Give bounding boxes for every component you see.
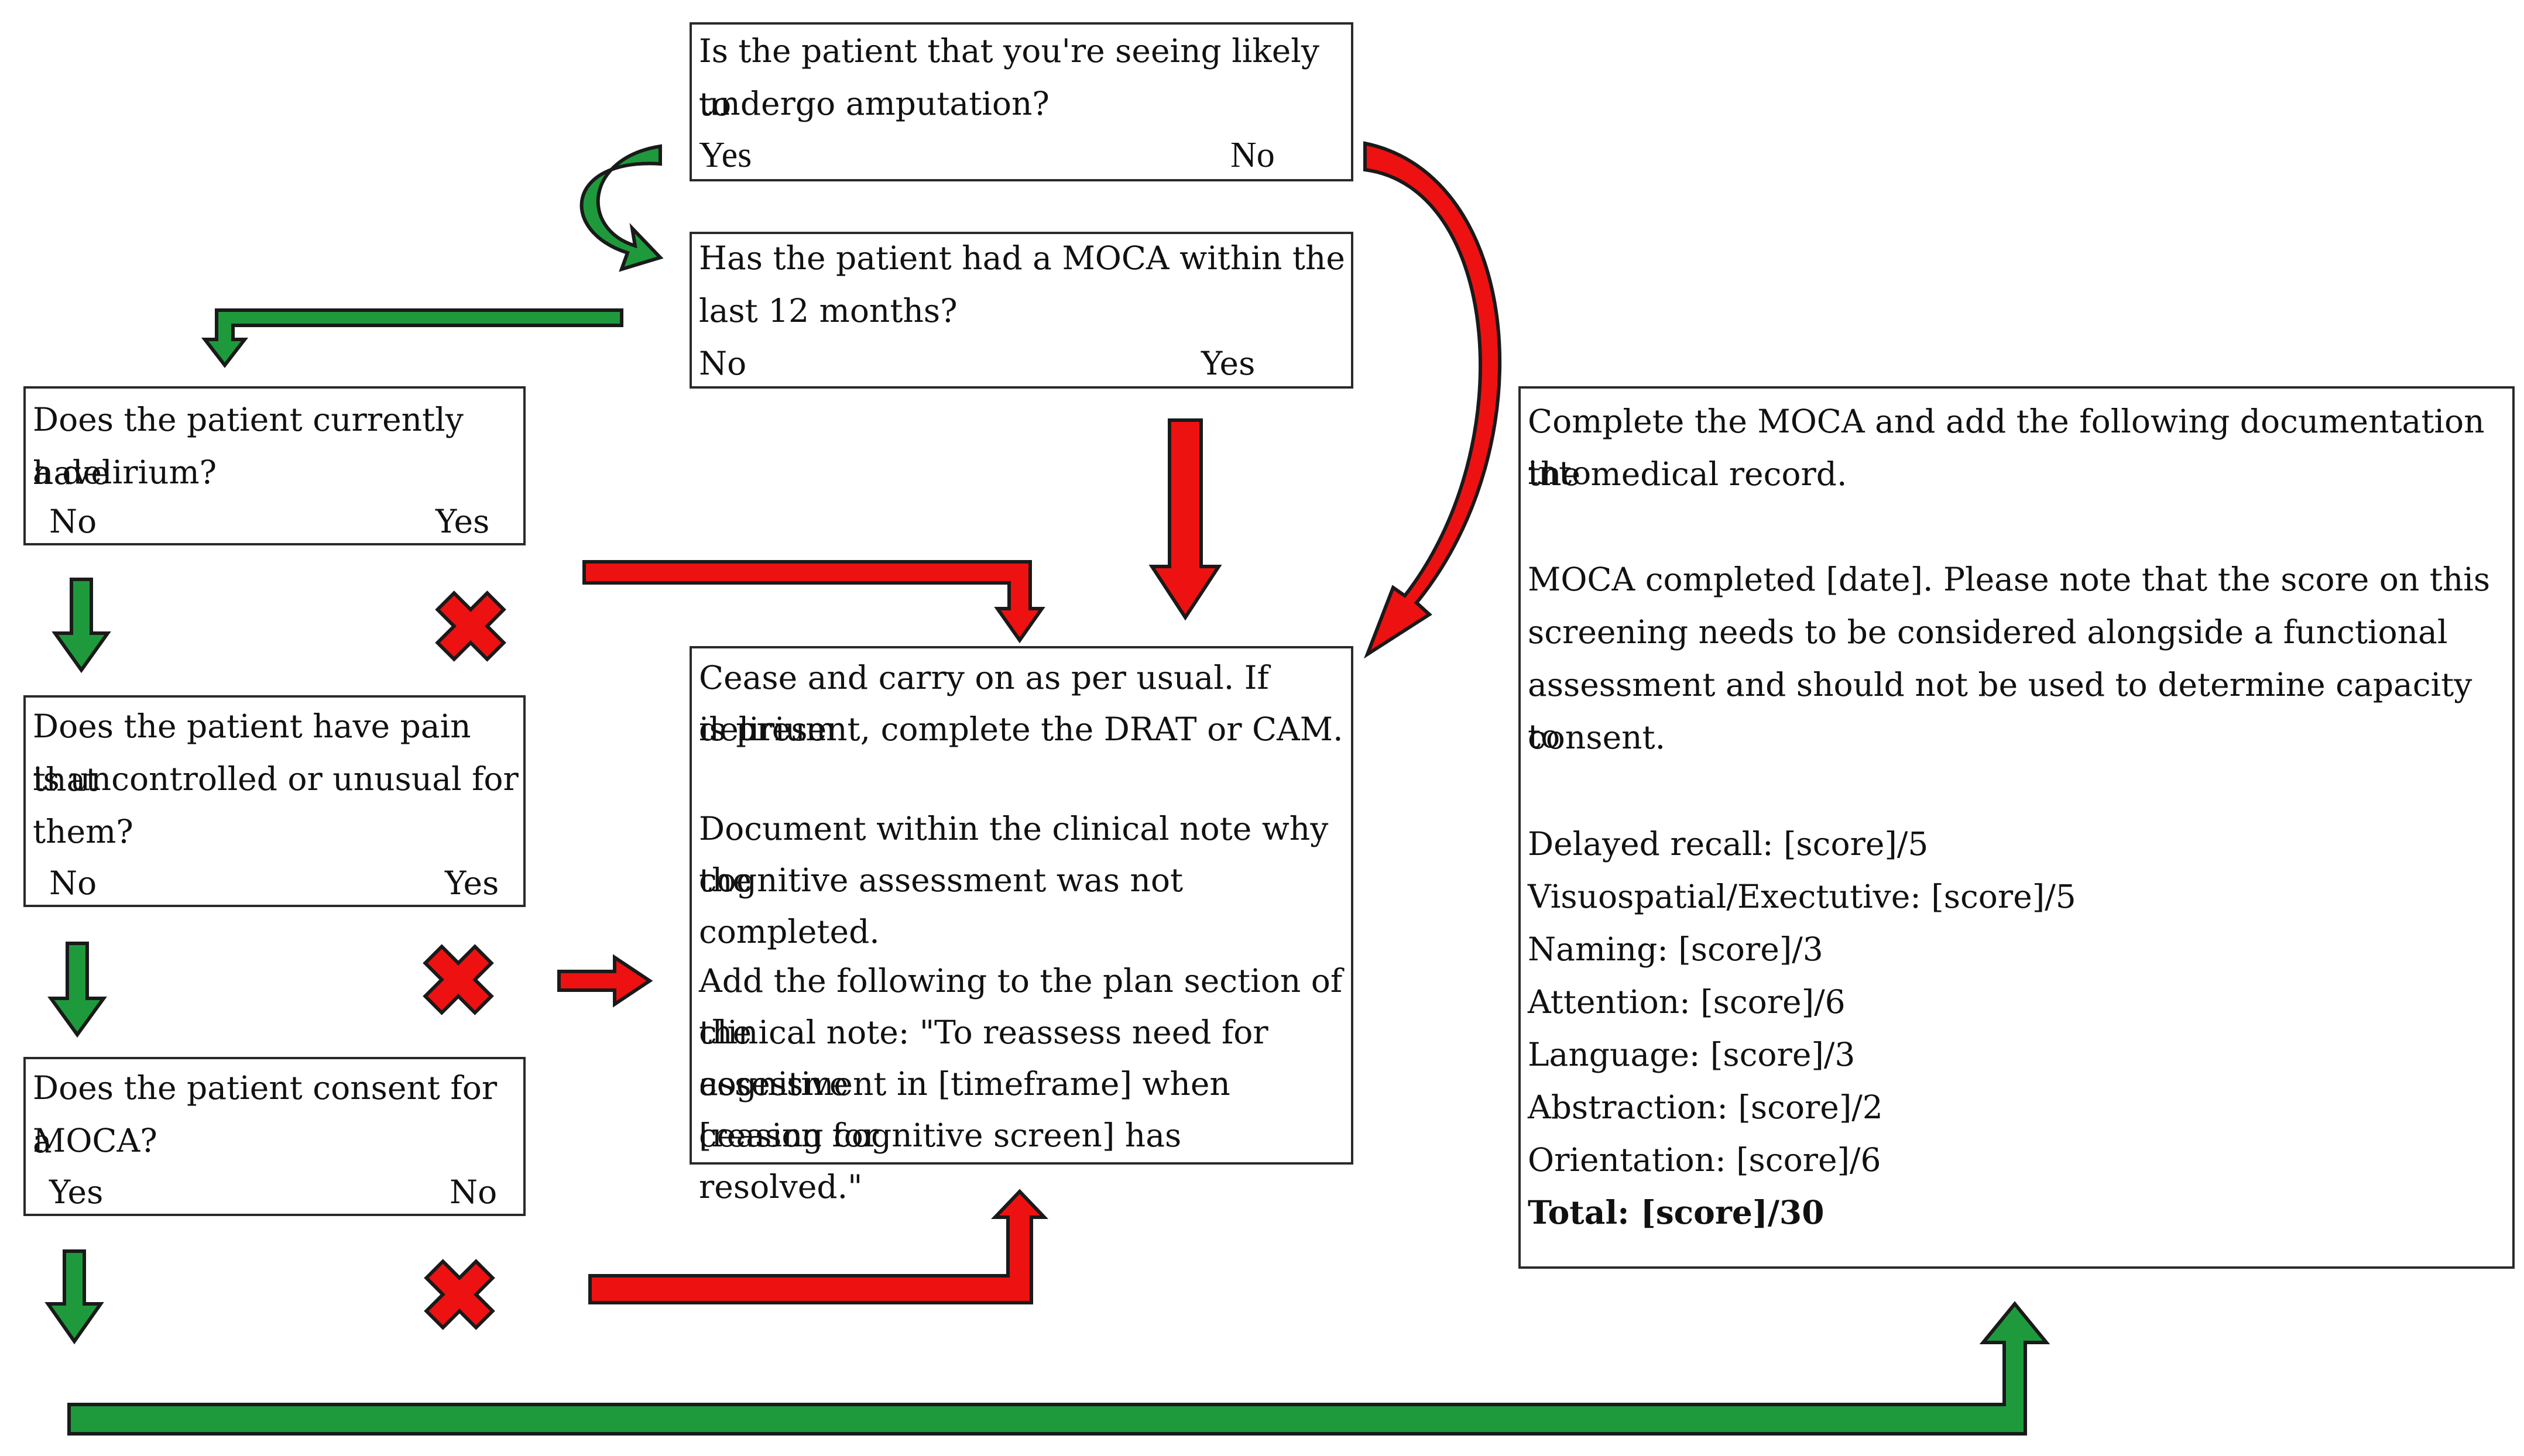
answer-no: No xyxy=(450,1173,498,1211)
complete-text-line: assessment and should not be used to det… xyxy=(1528,666,2472,755)
answer-no: No xyxy=(699,345,747,382)
score-line: Naming: [score]/3 xyxy=(1528,930,1823,968)
arrow-q3-yes-to-cease xyxy=(582,560,1045,644)
cease-text-line: assessment in [timeframe] when [reason f… xyxy=(699,1065,1230,1154)
arrow-q2-no-to-q3 xyxy=(201,308,623,368)
answer-no: No xyxy=(49,864,97,902)
answer-yes: Yes xyxy=(1201,345,1256,382)
cross-icon xyxy=(424,1259,495,1330)
cease-text-line: Document within the clinical note why th… xyxy=(699,810,1329,899)
answer-no: No xyxy=(49,503,97,540)
question-box-pain: Does the patient have pain that is uncon… xyxy=(23,695,526,907)
answer-yes: Yes xyxy=(435,503,490,540)
complete-moca-box: Complete the MOCA and add the following … xyxy=(1518,386,2515,1269)
question-box-moca-recent: Has the patient had a MOCA within the la… xyxy=(690,232,1353,389)
cease-text-line: cognitive assessment was not completed. xyxy=(699,861,1184,950)
question-line: MOCA? xyxy=(33,1122,157,1159)
question-line: them? xyxy=(33,813,133,850)
cease-text-line: Cease and carry on as per usual. If deli… xyxy=(699,659,1269,748)
question-line: Does the patient have pain that xyxy=(33,708,471,798)
question-box-consent: Does the patient consent for a MOCA? Yes… xyxy=(23,1057,526,1216)
cease-text-line: clinical note: "To reassess need for cog… xyxy=(699,1014,1268,1103)
arrow-q5-no-to-cease xyxy=(588,1189,1049,1304)
arrow-q2-yes-to-cease xyxy=(1148,418,1222,621)
arrow-q1-yes-to-q2 xyxy=(579,144,664,272)
question-box-amputation: Is the patient that you're seeing likely… xyxy=(690,22,1353,181)
answer-yes: Yes xyxy=(445,864,499,902)
question-line: Does the patient consent for a xyxy=(33,1069,498,1160)
question-line: is uncontrolled or unusual for xyxy=(33,760,519,798)
question-line: undergo amputation? xyxy=(699,85,1050,122)
score-total: Total: [score]/30 xyxy=(1528,1193,1825,1231)
score-line: Visuospatial/Exectutive: [score]/5 xyxy=(1528,878,2076,915)
question-box-delirium: Does the patient currently have a deliri… xyxy=(23,386,526,545)
cease-text-line: Add the following to the plan section of… xyxy=(699,962,1343,1051)
arrow-q4-no-down xyxy=(47,942,107,1038)
arrow-q4-yes-to-cease xyxy=(557,954,653,1008)
score-line: Orientation: [score]/6 xyxy=(1528,1141,1881,1179)
question-line: Does the patient currently have xyxy=(33,401,464,492)
cross-icon xyxy=(435,590,506,662)
answer-no: No xyxy=(1230,135,1275,175)
cease-text-line: is present, complete the DRAT or CAM. xyxy=(699,710,1343,748)
question-line: Has the patient had a MOCA within the xyxy=(699,239,1345,277)
answer-yes: Yes xyxy=(49,1173,104,1211)
arrow-q5-yes-down xyxy=(44,1249,104,1345)
question-line: Is the patient that you're seeing likely… xyxy=(699,32,1319,123)
score-line: Delayed recall: [score]/5 xyxy=(1528,825,1929,863)
score-line: Language: [score]/3 xyxy=(1528,1036,1856,1073)
arrow-q3-no-down xyxy=(52,578,111,674)
answer-yes: Yes xyxy=(699,135,752,175)
complete-text-line: screening needs to be considered alongsi… xyxy=(1528,613,2448,651)
cease-instructions-box: Cease and carry on as per usual. If deli… xyxy=(690,646,1353,1206)
cross-icon xyxy=(423,944,494,1015)
complete-text-line: Complete the MOCA and add the following … xyxy=(1528,403,2485,492)
arrow-q5-yes-to-complete xyxy=(67,1301,2050,1436)
question-line: a delirium? xyxy=(33,454,217,491)
score-line: Attention: [score]/6 xyxy=(1528,983,1846,1021)
question-line: last 12 months? xyxy=(699,292,958,329)
cease-text-line: ceasing cognitive screen] has resolved." xyxy=(699,1117,1182,1206)
complete-text-line: consent. xyxy=(1528,719,1666,756)
arrow-q1-no-to-cease xyxy=(1363,141,1502,659)
complete-text-line: the medical record. xyxy=(1528,455,1847,493)
complete-text-line: MOCA completed [date]. Please note that … xyxy=(1528,561,2491,598)
score-line: Abstraction: [score]/2 xyxy=(1528,1088,1883,1126)
